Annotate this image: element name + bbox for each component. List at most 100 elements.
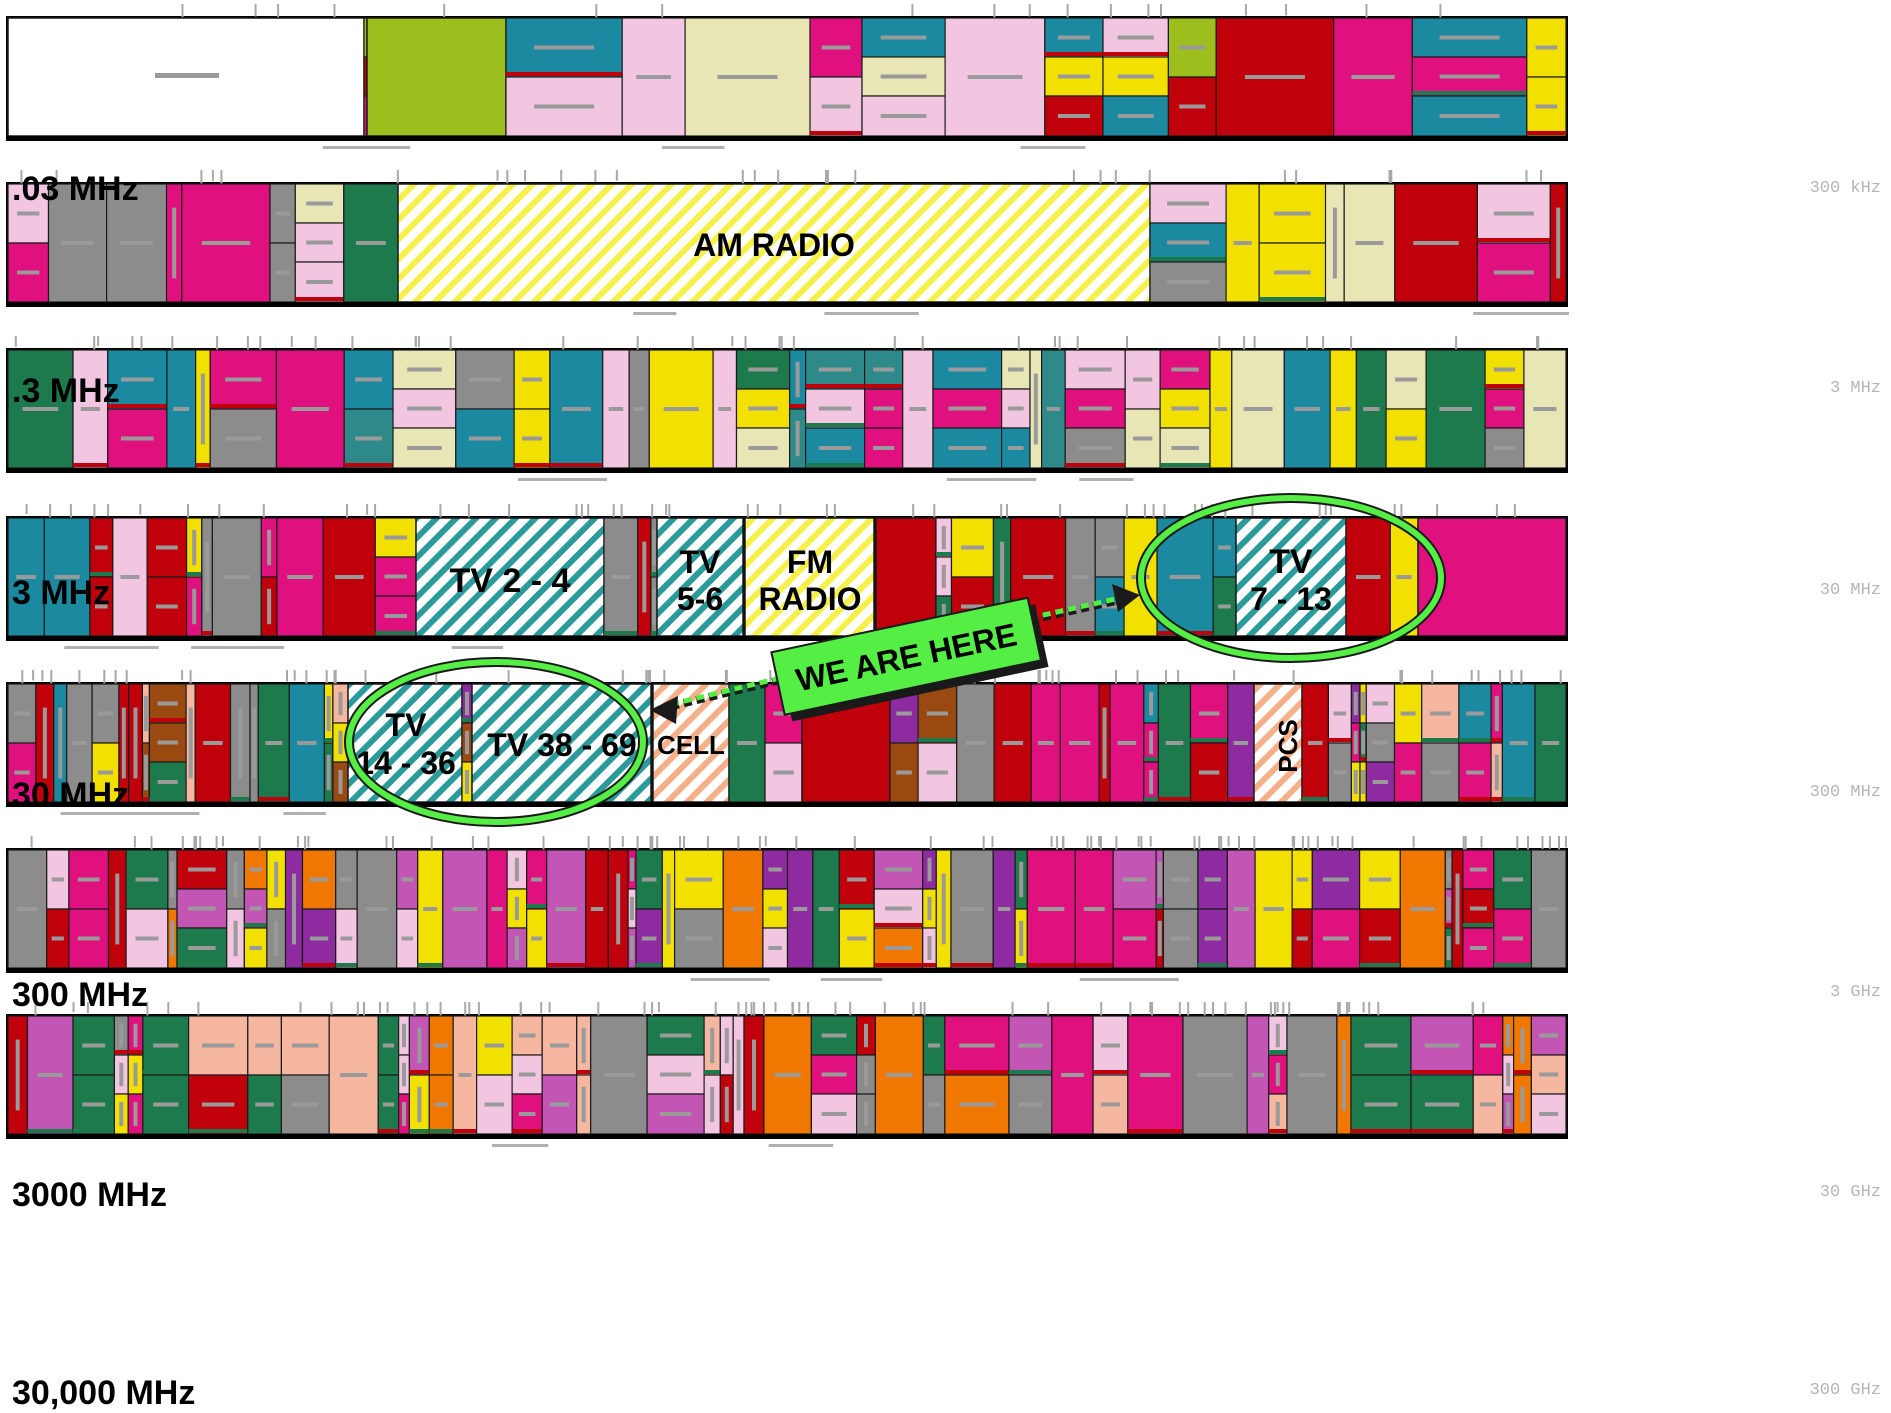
frequency-tick: [769, 670, 772, 682]
allocation-label-bar: [1396, 575, 1412, 579]
am-radio-label: AM RADIO: [693, 227, 855, 263]
allocation-stripe: [1485, 384, 1524, 388]
frequency-tick: [651, 504, 654, 522]
allocation-stripe: [1015, 963, 1028, 967]
allocation-label-bar: [927, 896, 932, 921]
allocation-label-bar: [960, 907, 984, 911]
frequency-tick: [1149, 836, 1152, 847]
frequency-tick: [562, 336, 565, 352]
frequency-tick: [290, 336, 293, 347]
fm-radio-block: [744, 517, 875, 637]
allocation-stripe: [149, 718, 187, 722]
allocation-label-bar: [1439, 74, 1500, 79]
frequency-tick: [1100, 1002, 1103, 1018]
frequency-tick: [893, 336, 896, 352]
frequency-tick: [1480, 836, 1483, 848]
allocation-label-bar: [201, 1102, 235, 1107]
frequency-tick: [396, 170, 399, 185]
allocation-label-bar: [1117, 74, 1154, 79]
frequency-tick: [220, 170, 223, 187]
frequency-tick: [1165, 670, 1167, 687]
allocation-label-bar: [1446, 936, 1451, 960]
allocation-label-bar: [17, 270, 40, 275]
allocation-label-bar: [267, 588, 272, 625]
band-bottom-rule: [6, 136, 1568, 141]
frequency-tick: [1365, 4, 1368, 21]
frequency-tick: [1499, 670, 1502, 686]
allocation-stripe: [546, 963, 586, 967]
frequency-tick: [663, 670, 666, 683]
allocation-label-bar: [724, 1027, 729, 1064]
allocation-label-bar: [120, 575, 140, 579]
frequency-tick: [1143, 504, 1146, 519]
tv-5-6-label-line2: 5-6: [677, 581, 723, 617]
allocation-label-bar: [58, 707, 63, 779]
frequency-tick: [286, 670, 288, 682]
allocation-block: [810, 1054, 858, 1095]
allocation-label-bar: [1057, 114, 1090, 118]
allocation-label-bar: [752, 1039, 756, 1111]
allocation-stripe: [1268, 1050, 1287, 1054]
frequency-tick: [1050, 836, 1053, 847]
allocation-label-bar: [484, 1102, 505, 1107]
frequency-tick: [1301, 836, 1304, 854]
allocation-label-bar: [724, 1086, 729, 1123]
frequency-tick: [1513, 504, 1516, 522]
frequency-tick: [1028, 4, 1031, 17]
frequency-tick: [912, 1002, 915, 1017]
allocation-label-bar: [885, 906, 912, 911]
frequency-tick: [325, 670, 328, 683]
allocation-label-bar: [1117, 114, 1154, 118]
band-7-start-label: 30,000 MHz: [12, 1374, 196, 1412]
frequency-tick: [1377, 1002, 1380, 1020]
allocation-label-bar: [156, 545, 178, 550]
allocation-label-bar: [1233, 241, 1252, 245]
allocation-label-bar: [941, 564, 946, 589]
frequency-tick: [1115, 670, 1117, 688]
allocation-label-bar: [252, 707, 257, 779]
allocation-label-bar: [685, 877, 713, 882]
frequency-tick: [304, 836, 307, 850]
allocation-label-bar: [1439, 35, 1500, 40]
allocation-stripe: [918, 738, 957, 742]
frequency-tick: [745, 1002, 748, 1016]
allocation-label-bar: [1469, 946, 1487, 950]
allocation-label-bar: [192, 529, 197, 566]
allocation-label-bar: [468, 436, 501, 441]
allocation-label-bar: [651, 588, 656, 625]
sub-band-marker: [824, 312, 919, 315]
allocation-label-bar: [1535, 45, 1558, 50]
allocation-label-bar: [382, 1102, 394, 1107]
allocation-label-bar: [153, 1043, 179, 1048]
frequency-tick: [140, 336, 143, 351]
frequency-tick: [933, 504, 936, 522]
frequency-tick: [706, 836, 709, 849]
allocation-label-bar: [818, 446, 852, 450]
frequency-tick: [636, 336, 639, 350]
allocation-label-bar: [274, 861, 279, 898]
frequency-tick: [1099, 170, 1102, 185]
frequency-tick: [643, 1002, 646, 1020]
frequency-tick: [1114, 170, 1117, 186]
frequency-tick: [181, 4, 184, 18]
frequency-tick: [741, 170, 744, 188]
frequency-tick: [921, 336, 924, 354]
frequency-tick: [1537, 336, 1540, 353]
allocation-label-bar: [1372, 701, 1389, 706]
allocation-label-bar: [1274, 270, 1311, 275]
frequency-tick: [791, 1002, 794, 1020]
sub-band-marker: [820, 978, 883, 981]
allocation-label-bar: [1372, 740, 1389, 745]
allocation-label-bar: [1520, 1027, 1525, 1064]
allocation-label-bar: [1033, 373, 1038, 445]
allocation-label-bar: [334, 575, 364, 579]
fm-radio-label-line2: RADIO: [758, 581, 861, 617]
allocation-label-bar: [121, 436, 154, 441]
frequency-tick: [753, 1002, 756, 1017]
frequency-tick: [1520, 670, 1523, 688]
allocation-label-bar: [1008, 446, 1024, 450]
allocation-label-bar: [233, 920, 238, 957]
allocation-label-bar: [1446, 896, 1451, 921]
allocation-label-bar: [1466, 770, 1484, 775]
